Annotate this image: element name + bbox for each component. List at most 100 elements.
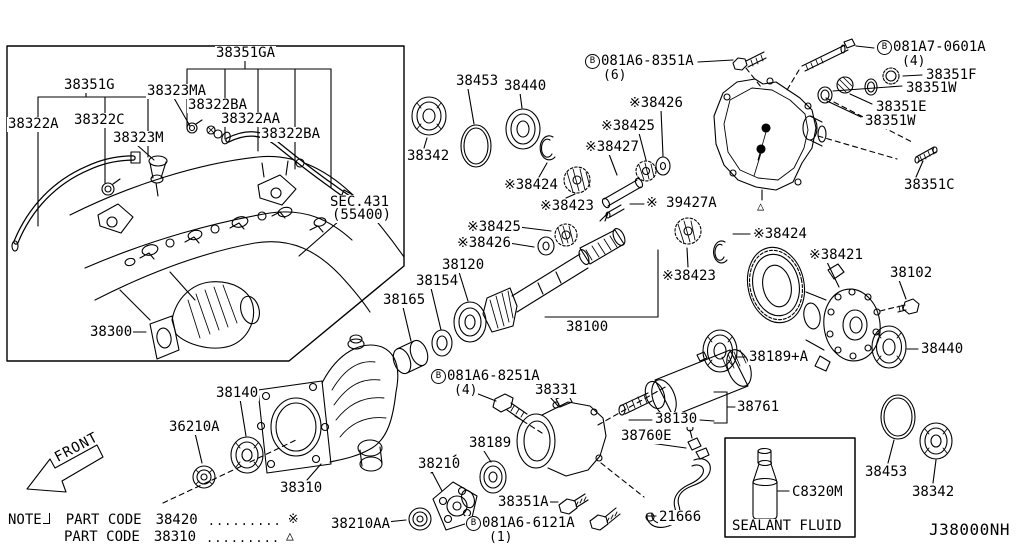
stud-38351C-art — [914, 146, 938, 164]
part-label-38761: 38761 — [736, 399, 781, 415]
part-label-38351G: 38351G — [63, 77, 116, 93]
part-label-38120: 38120 — [441, 257, 486, 273]
pinion-mate-gear-art — [635, 160, 657, 182]
spacer-38165-art — [392, 339, 429, 375]
part-label-38421: ※38421 — [808, 247, 864, 263]
front-arrow — [26, 444, 104, 493]
washer-38154-art — [431, 329, 453, 357]
note-code: 38420 — [155, 512, 198, 528]
part-label-38427: ※38427 — [584, 139, 640, 155]
rear-cover-art — [713, 77, 827, 191]
part-label-38342-top: 38342 — [406, 148, 451, 164]
part-label-38130: 38130 — [654, 411, 699, 427]
bolt-081A6-8251A-art — [492, 393, 528, 422]
sealant-part-label: C8320M — [791, 484, 844, 500]
breather-hose-art — [11, 119, 359, 252]
part-label-21666: 21666 — [658, 509, 703, 525]
note-heading: NOTE — [8, 512, 42, 528]
circled-b-icon: B — [877, 40, 892, 55]
part-label-38165: 38165 — [382, 292, 427, 308]
side-gear-mid-art — [537, 223, 578, 256]
note-row-1: NOTE PART CODE 38420 ......... ※ — [8, 512, 299, 528]
note-label: PART CODE — [64, 529, 140, 545]
side-gear-38423-top-art — [563, 166, 591, 194]
part-label-38323M: 38323M — [112, 130, 165, 146]
part-label-39427A: ※ 39427A — [645, 195, 718, 211]
triangle-marker: △ — [757, 199, 765, 213]
part-label-38453-top: 38453 — [455, 73, 500, 89]
part-label-38440-top: 38440 — [503, 78, 548, 94]
snap-ring-38424-top-art — [539, 135, 556, 161]
plug-38351F-art — [882, 67, 900, 85]
plug-38351A-art — [558, 493, 589, 515]
bolt-qty-081A6-6121A: (1) — [488, 530, 514, 545]
part-label-38310: 38310 — [279, 480, 324, 496]
part-label-38440-right: 38440 — [920, 341, 965, 357]
oring-38453-bottom-art — [880, 394, 916, 440]
part-label-38424-top: ※38424 — [503, 177, 559, 193]
circled-b-icon: B — [585, 54, 600, 69]
bolt-081A6-8351A-art — [732, 51, 767, 71]
bearing-38189A-art — [702, 329, 738, 373]
part-label-38300: 38300 — [89, 324, 134, 340]
note-row-2: PART CODE 38310 ......... △ — [64, 529, 294, 545]
bearing-38189-art — [479, 460, 507, 494]
bearing-38120-art — [453, 301, 487, 343]
bolt-38102-art — [896, 298, 920, 315]
circled-b-icon: B — [431, 369, 446, 384]
leader-lines — [37, 45, 937, 524]
circled-b-icon: B — [466, 516, 481, 531]
part-label-38423-right: ※38423 — [661, 268, 717, 284]
bearing-38440-right-art — [871, 325, 907, 369]
bolt-qty-081A6-8351A: (6) — [602, 68, 628, 83]
carrier-case-38310-art — [256, 334, 399, 474]
part-label-38351W-1: 38351W — [905, 80, 958, 96]
part-label-38425-mid: ※38425 — [466, 219, 522, 235]
washer-38351W-oval-art — [817, 86, 833, 104]
diff-assembly-38300-art — [149, 281, 260, 360]
part-label-38323MA: 38323MA — [146, 83, 208, 99]
bolt-qty-081A7-0601A: (4) — [901, 54, 927, 69]
part-label-38426-mid: ※38426 — [456, 235, 512, 251]
part-label-38331: 38331 — [534, 382, 579, 398]
note-label: PART CODE — [65, 512, 142, 528]
part-label-38760E: 38760E — [620, 428, 673, 444]
part-label-38154: 38154 — [415, 273, 460, 289]
assembly-frame-box — [6, 45, 405, 362]
side-gear-38423-right-art — [674, 217, 702, 245]
part-label-38351A: 38351A — [497, 494, 550, 510]
part-label-38100: 38100 — [565, 319, 610, 335]
part-label-38423-top: ※38423 — [539, 198, 595, 214]
bearing-38440-top-art — [505, 108, 541, 150]
part-label-38189: 38189 — [468, 435, 513, 451]
part-label-38322C: 38322C — [73, 112, 126, 128]
connector-38760E-art — [686, 424, 702, 451]
part-label-38351F: 38351F — [925, 67, 978, 83]
part-label-38351W-2: 38351W — [864, 113, 917, 129]
part-label-38210: 38210 — [417, 456, 462, 472]
bolt-081A6-6121A-art — [589, 507, 621, 531]
part-label-38424-right: ※38424 — [752, 226, 808, 242]
washer-38351W-ring-art — [864, 78, 878, 96]
ring-gear-38421-art — [746, 246, 806, 324]
part-label-38426-top: ※38426 — [628, 95, 684, 111]
part-label-38453-bottom: 38453 — [864, 464, 909, 480]
note-mark-triangle: △ — [286, 529, 294, 544]
part-label-38425-top: ※38425 — [600, 118, 656, 134]
oring-38453-top-art — [460, 124, 492, 168]
part-label-38351E: 38351E — [875, 99, 928, 115]
part-label-38342-bottom: 38342 — [911, 484, 956, 500]
seal-38210AA-art — [408, 507, 432, 531]
part-label-38351C: 38351C — [903, 177, 956, 193]
sec-ref-line1: SEC.431 — [329, 194, 391, 210]
cross-shaft-38427-art — [601, 177, 644, 209]
diff-case-art — [803, 263, 881, 372]
retainer-38331-art — [516, 393, 607, 477]
companion-flange-38210-art — [432, 481, 478, 531]
note-dots: ......... — [207, 514, 282, 528]
